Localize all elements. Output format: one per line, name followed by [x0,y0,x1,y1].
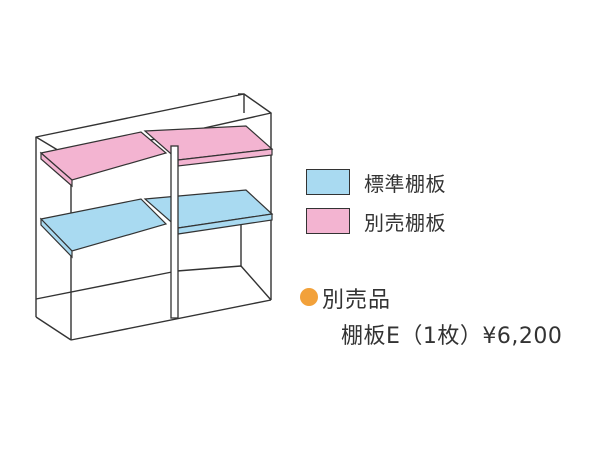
legend-item-optional-shelf: 別売棚板 [306,205,446,237]
optional-shelf-swatch [306,208,350,234]
bullet-icon [300,288,318,306]
center-divider-post [170,145,179,319]
cabinet-bottom-front-edge [35,316,72,341]
legend-label-standard-shelf: 標準棚板 [364,171,446,196]
standard-shelf-left-edge [40,217,73,259]
cabinet-bottom-shelf [35,265,272,301]
cabinet-bottom-edge [70,299,272,341]
standard-shelf-swatch [306,169,350,195]
legend-item-standard-shelf: 標準棚板 [306,166,446,198]
optional-item-title: 別売品 [322,288,392,313]
optional-shelf-left-edge [40,151,73,188]
legend-label-optional-shelf: 別売棚板 [364,210,446,235]
optional-item-price: 棚板E（1枚）¥6,200 [341,324,563,349]
